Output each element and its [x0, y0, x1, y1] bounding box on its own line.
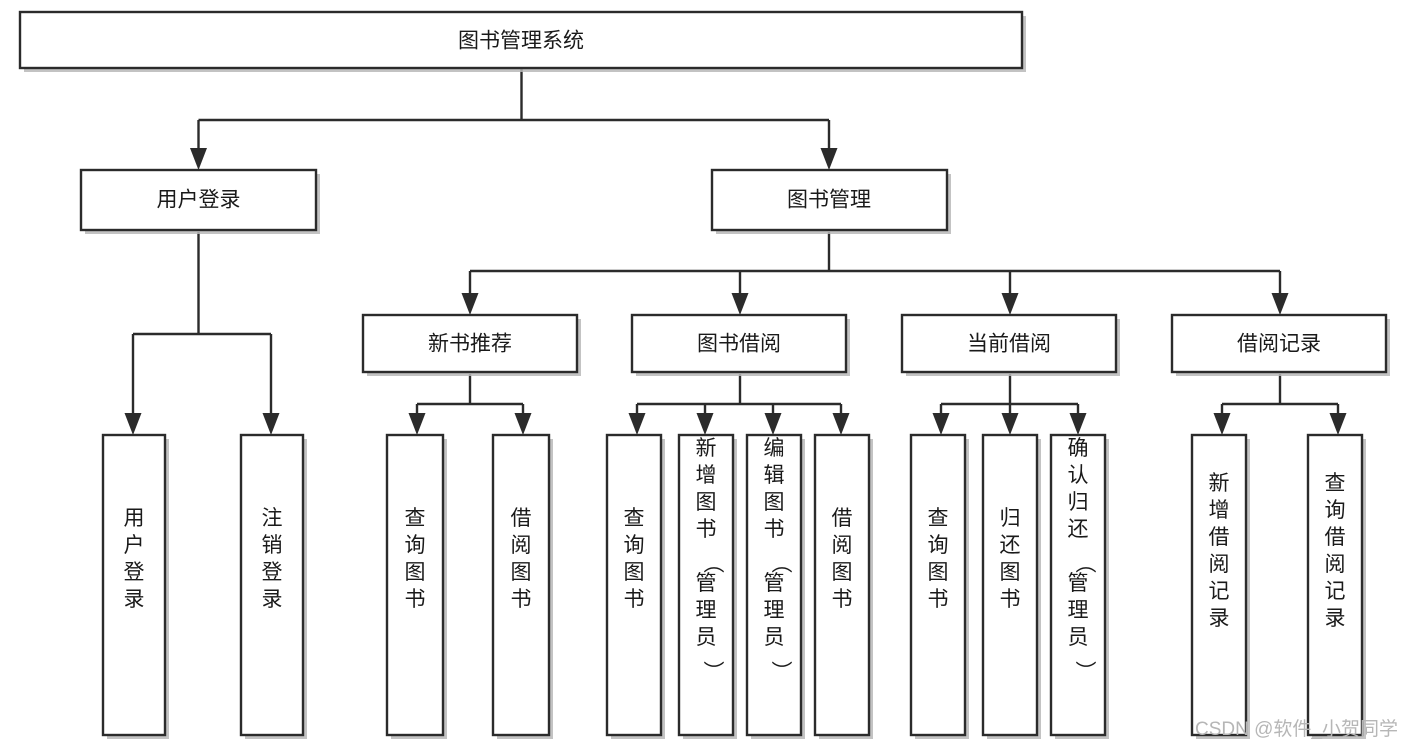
leaf-add-borrow-record-box: [1190, 433, 1248, 737]
node-root-box: [18, 10, 1024, 70]
node-current-borrow[interactable]: 当前借阅: [900, 313, 1120, 376]
leaf-query-book-1-box: [385, 433, 445, 737]
node-borrow-record[interactable]: 借阅记录: [1170, 313, 1390, 376]
vertical-bracket-glyph: （: [769, 553, 792, 574]
leaf-logout-login-label: 注销登录: [262, 507, 283, 611]
leaf-add-borrow-record[interactable]: 新增借阅记录: [1190, 433, 1250, 739]
arrow-borrow-record-l1: [1213, 413, 1231, 435]
leaf-borrow-book-2-label: 借阅图书: [832, 507, 853, 611]
leaf-add-book-label: 新增图书管理员: [696, 437, 717, 649]
leaf-borrow-book-1-box: [491, 433, 551, 737]
leaf-return-book[interactable]: 归还图书: [981, 433, 1041, 739]
node-user-login-label: 用户登录: [157, 189, 241, 212]
vertical-bracket-glyph: ）: [1073, 661, 1096, 682]
leaf-query-book-2-box: [605, 433, 663, 737]
arrow-user-login-l2: [262, 413, 280, 435]
node-new-book-recommend-label: 新书推荐: [428, 333, 512, 356]
node-book-borrow-box: [630, 313, 848, 374]
node-new-book-recommend-box: [361, 313, 579, 374]
leaf-return-book-box: [981, 433, 1039, 737]
leaf-query-book-3[interactable]: 查询图书: [909, 433, 969, 739]
leaf-query-book-1-label: 查询图书: [405, 507, 426, 611]
arrow-new-book-l1: [408, 413, 426, 435]
arrow-book-borrow-l2: [696, 413, 714, 435]
leaf-user-login[interactable]: 用户登录: [101, 433, 169, 739]
leaf-borrow-book-1[interactable]: 借阅图书: [491, 433, 553, 739]
vertical-bracket-glyph: （: [1073, 553, 1096, 574]
arrow-to-current-borrow: [1001, 293, 1019, 315]
leaf-borrow-book-2-box: [813, 433, 871, 737]
leaf-confirm-return[interactable]: 确认归还管理员 （ ）: [1049, 433, 1109, 739]
node-book-borrow[interactable]: 图书借阅: [630, 313, 850, 376]
connector-layer: [124, 68, 1347, 435]
arrow-to-borrow-record: [1271, 293, 1289, 315]
leaf-return-book-label: 归还图书: [1000, 507, 1021, 611]
node-book-management[interactable]: 图书管理: [710, 168, 951, 234]
leaf-borrow-book-1-label: 借阅图书: [511, 507, 532, 611]
leaf-query-book-3-label: 查询图书: [928, 507, 949, 611]
arrow-current-borrow-l1: [932, 413, 950, 435]
arrow-user-login-l1: [124, 413, 142, 435]
leaf-edit-book[interactable]: 编辑图书管理员 （ ）: [745, 433, 805, 739]
arrow-book-borrow-l1: [628, 413, 646, 435]
node-borrow-record-box: [1170, 313, 1388, 374]
leaf-query-book-2[interactable]: 查询图书: [605, 433, 665, 739]
leaf-borrow-book-2[interactable]: 借阅图书: [813, 433, 873, 739]
leaf-logout-login-box: [239, 433, 305, 737]
arrow-current-borrow-l2: [1001, 413, 1019, 435]
leaf-query-book-2-label: 查询图书: [624, 507, 645, 611]
node-borrow-record-label: 借阅记录: [1237, 333, 1321, 356]
leaf-add-book[interactable]: 新增图书管理员 （ ）: [677, 433, 737, 739]
leaf-query-book-3-box: [909, 433, 967, 737]
leaf-confirm-return-box: [1049, 433, 1107, 737]
arrow-to-book-borrow: [731, 293, 749, 315]
csdn-watermark: CSDN @软件_小贺同学: [1195, 718, 1398, 740]
node-book-management-box: [710, 168, 949, 232]
arrow-new-book-l2: [514, 413, 532, 435]
arrow-to-new-book: [461, 293, 479, 315]
node-book-management-label: 图书管理: [787, 189, 871, 212]
leaf-query-borrow-record-box: [1306, 433, 1364, 737]
node-current-borrow-label: 当前借阅: [967, 333, 1051, 356]
leaf-query-borrow-record[interactable]: 查询借阅记录: [1306, 433, 1366, 739]
arrow-to-user-login: [190, 148, 207, 170]
leaf-user-login-box: [101, 433, 167, 737]
arrow-book-borrow-l4: [832, 413, 850, 435]
leaf-query-book-1[interactable]: 查询图书: [385, 433, 447, 739]
leaf-edit-book-box: [745, 433, 803, 737]
leaf-query-borrow-record-label: 查询借阅记录: [1325, 472, 1346, 630]
arrow-book-borrow-l3: [764, 413, 782, 435]
node-current-borrow-box: [900, 313, 1118, 374]
leaf-confirm-return-label: 确认归还管理员: [1068, 437, 1089, 649]
node-new-book-recommend[interactable]: 新书推荐: [361, 313, 581, 376]
arrow-borrow-record-l2: [1329, 413, 1347, 435]
node-root-label: 图书管理系统: [458, 30, 584, 53]
vertical-bracket-glyph: ）: [701, 661, 724, 682]
leaf-add-book-box: [677, 433, 735, 737]
leaf-add-borrow-record-label: 新增借阅记录: [1209, 472, 1230, 630]
leaf-logout-login[interactable]: 注销登录: [239, 433, 307, 739]
vertical-bracket-glyph: （: [701, 553, 724, 574]
vertical-bracket-glyph: ）: [769, 661, 792, 682]
arrow-to-book-management: [820, 148, 838, 170]
node-root[interactable]: 图书管理系统: [18, 10, 1026, 72]
node-user-login-box: [79, 168, 318, 232]
node-book-borrow-label: 图书借阅: [697, 333, 781, 356]
node-user-login[interactable]: 用户登录: [79, 168, 320, 234]
leaf-edit-book-label: 编辑图书管理员: [764, 437, 785, 649]
arrow-current-borrow-l3: [1069, 413, 1087, 435]
leaf-user-login-label: 用户登录: [124, 507, 145, 611]
